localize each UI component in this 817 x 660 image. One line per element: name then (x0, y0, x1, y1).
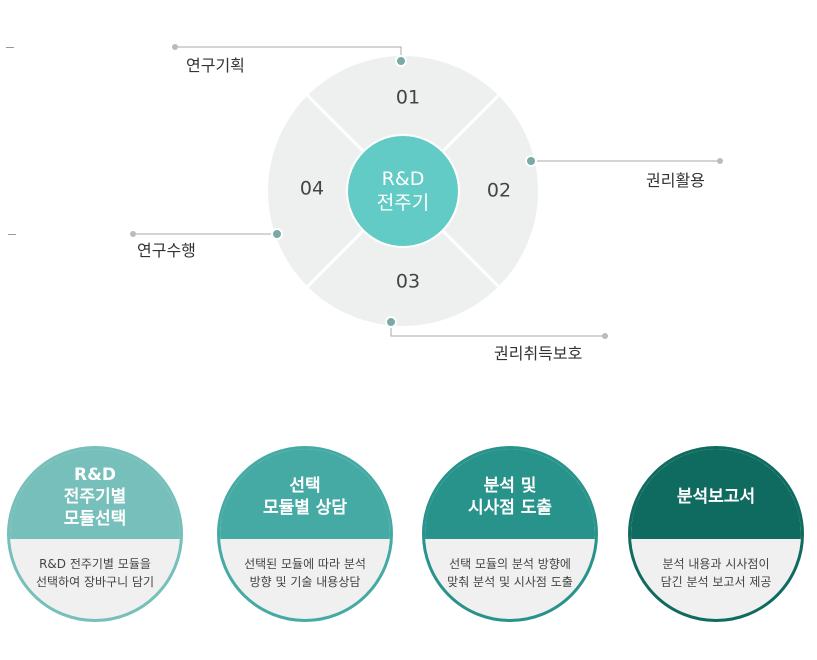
step-desc-line: 방향 및 기술 내용상담 (249, 575, 361, 589)
leader-end-dot (602, 333, 608, 339)
step-title-line: 분석보고서 (676, 487, 756, 507)
process-step-4: 분석보고서 분석 내용과 시사점이 담긴 분석 보고서 제공 (628, 446, 804, 622)
center-line-1: R&D (381, 168, 425, 190)
step-title-line: 시사점 도출 (467, 498, 553, 518)
step-desc-line: 맞춰 분석 및 시사점 도출 (447, 575, 573, 589)
step-description: R&D 전주기별 모듈을 선택하여 장바구니 담기 (10, 539, 180, 619)
edge-tick (6, 47, 14, 48)
step-description: 선택 모듈의 분석 방향에 맞춰 분석 및 시사점 도출 (425, 539, 595, 619)
segment-number-03: 03 (395, 270, 421, 293)
center-disc (348, 136, 458, 246)
stage-label-plan: 연구기획 (186, 56, 245, 75)
ring-dot (385, 316, 397, 328)
stage-label-use: 권리활용 (646, 171, 705, 190)
step-desc-line: 선택 모듈의 분석 방향에 (449, 557, 571, 571)
ring-dot (395, 55, 407, 67)
leader-end-dot (172, 44, 178, 50)
leader-end-dot (130, 231, 136, 237)
step-title: 분석보고서 (631, 449, 801, 539)
step-title-line: 선택 (289, 476, 321, 496)
step-title: 분석 및 시사점 도출 (425, 449, 595, 539)
segment-number-04: 04 (299, 177, 325, 200)
step-title-line: 분석 및 (483, 476, 537, 496)
step-desc-line: 선택하여 장바구니 담기 (35, 575, 155, 589)
process-step-3: 분석 및 시사점 도출 선택 모듈의 분석 방향에 맞춰 분석 및 시사점 도출 (422, 446, 598, 622)
center-line-2: 전주기 (376, 192, 430, 214)
edge-tick (8, 234, 16, 235)
step-title-line: 모듈선택 (63, 509, 127, 529)
ring-dot (525, 155, 537, 167)
segment-number-01: 01 (395, 86, 421, 109)
step-title-line: R&D (73, 465, 117, 485)
stage-label-acquire: 권리취득보호 (494, 344, 583, 363)
ring-dot (271, 228, 283, 240)
leader-end-dot (717, 158, 723, 164)
rd-cycle-diagram (130, 44, 723, 339)
step-desc-line: 분석 내용과 시사점이 (662, 557, 770, 571)
process-step-2: 선택 모듈별 상담 선택된 모듈에 따라 분석 방향 및 기술 내용상담 (217, 446, 393, 622)
step-title-line: 전주기별 (63, 487, 127, 507)
step-title-line: 모듈별 상담 (262, 498, 348, 518)
step-title: 선택 모듈별 상담 (220, 449, 390, 539)
segment-number-02: 02 (486, 179, 512, 202)
step-desc-line: R&D 전주기별 모듈을 (39, 557, 151, 571)
step-description: 선택된 모듈에 따라 분석 방향 및 기술 내용상담 (220, 539, 390, 619)
step-desc-line: 담긴 분석 보고서 제공 (660, 575, 772, 589)
step-desc-line: 선택된 모듈에 따라 분석 (244, 557, 366, 571)
cycle-center-label: R&D 전주기 (348, 136, 458, 246)
stage-label-execute: 연구수행 (137, 241, 196, 260)
process-step-1: R&D 전주기별 모듈선택 R&D 전주기별 모듈을 선택하여 장바구니 담기 (7, 446, 183, 622)
step-description: 분석 내용과 시사점이 담긴 분석 보고서 제공 (631, 539, 801, 619)
step-title: R&D 전주기별 모듈선택 (10, 449, 180, 539)
